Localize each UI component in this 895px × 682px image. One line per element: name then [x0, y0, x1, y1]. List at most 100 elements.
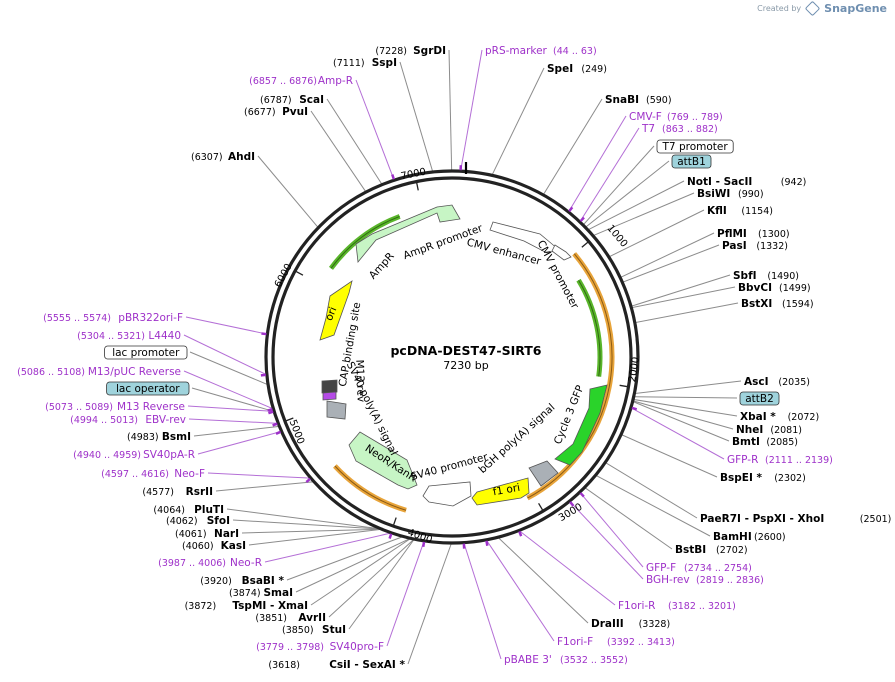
label-name: AscI: [744, 376, 769, 388]
label-asci[interactable]: AscI (2035): [744, 376, 810, 388]
label-ebv-rev[interactable]: EBV-rev(4994 .. 5013): [70, 414, 186, 426]
label-cmv-f[interactable]: CMV-F(769 .. 789): [629, 111, 723, 123]
label-amp-r[interactable]: Amp-R(6857 .. 6876): [249, 75, 353, 87]
feature-label-m13-rev: M13 rev: [353, 359, 366, 402]
label-name: SbfI: [733, 270, 757, 282]
label-m13-puc-reverse[interactable]: M13/pUC Reverse(5086 .. 5108): [17, 366, 181, 378]
label-sv40pro-f[interactable]: SV40pro-F(3779 .. 3798): [256, 641, 384, 653]
label-neo-r[interactable]: Neo-R(3987 .. 4006): [158, 557, 262, 569]
label-pluti[interactable]: PluTI(4064): [153, 504, 224, 516]
label-sv40pa-r[interactable]: SV40pA-R(4940 .. 4959): [73, 449, 195, 461]
label-bsmi[interactable]: BsmI(4983): [127, 431, 191, 443]
label-name: attB2: [745, 393, 774, 405]
label-csii-sexai[interactable]: CsiI - SexAI *(3618): [268, 659, 405, 671]
label-noti-sacii[interactable]: NotI - SacII(942): [687, 176, 806, 188]
label-lac-operator[interactable]: lac operator: [106, 381, 190, 396]
label-snabi[interactable]: SnaBI(590): [605, 94, 672, 106]
label-scai[interactable]: ScaI(6787): [260, 94, 324, 106]
label-position: (6307): [191, 152, 223, 163]
label-draiii[interactable]: DraIII(3328): [591, 618, 670, 630]
label-name: PvuI: [282, 106, 308, 118]
label-position: (4983): [127, 432, 159, 443]
label-f1ori-r[interactable]: F1ori-R(3182 .. 3201): [618, 600, 736, 612]
label-pbr322ori-f[interactable]: pBR322ori-F(5555 .. 5574): [43, 312, 183, 324]
label-bmti[interactable]: BmtI(2085): [732, 436, 798, 448]
label-position: (2819 .. 2836): [696, 575, 764, 586]
primer-site-mark: [579, 216, 585, 223]
label-paer7i-pspxi-xhoi[interactable]: PaeR7I - PspXI - XhoI (2501): [700, 513, 891, 525]
label-spei[interactable]: SpeI(249): [547, 63, 607, 75]
label-position: (4577): [142, 487, 174, 498]
label-f1ori-f[interactable]: F1ori-F(3392 .. 3413): [557, 636, 675, 648]
label-connector: [248, 528, 382, 546]
label-sfoi[interactable]: SfoI(4062): [166, 515, 230, 527]
label-attb1[interactable]: attB1: [671, 154, 712, 169]
label-position: (3850): [282, 625, 314, 636]
label-gfp-f[interactable]: GFP-F(2734 .. 2754): [646, 562, 752, 574]
label-name: BstXI: [741, 298, 772, 310]
label-bamhi[interactable]: BamHI(2600): [713, 531, 786, 543]
plasmid-length: 7230 bp: [443, 359, 488, 372]
label-t7-promoter[interactable]: T7 promoter: [656, 139, 734, 154]
label-sbfi[interactable]: SbfI (1490): [733, 270, 799, 282]
label-gfp-r[interactable]: GFP-R(2111 .. 2139): [727, 454, 833, 466]
label-name: PaeR7I - PspXI - XhoI: [700, 513, 824, 525]
label-connector: [355, 79, 395, 181]
label-avrii[interactable]: AvrII(3851): [255, 612, 326, 624]
label-position: (2734 .. 2754): [684, 563, 752, 574]
label-l4440[interactable]: L4440(5304 .. 5321): [77, 330, 181, 342]
label-pflmi[interactable]: PflMI(1300): [717, 228, 790, 240]
label-sgrdi[interactable]: SgrDI(7228): [375, 45, 446, 57]
label-bstxi[interactable]: BstXI(1594): [741, 298, 814, 310]
lac-operator-feature: [321, 379, 338, 394]
label-box: [656, 139, 734, 154]
label-connector: [568, 115, 627, 213]
label-lac-promoter[interactable]: lac promoter: [104, 345, 188, 360]
label-bspei[interactable]: BspEI *(2302): [720, 472, 806, 484]
label-kfli[interactable]: KflI(1154): [707, 205, 773, 217]
label-position: (2501): [860, 514, 892, 525]
label-attb2[interactable]: attB2: [739, 391, 780, 406]
label-position: (990): [738, 189, 764, 200]
label-connector: [620, 434, 718, 478]
label-ahdi[interactable]: AhdI(6307): [191, 151, 255, 163]
label-xbai[interactable]: XbaI *(2072): [740, 411, 819, 423]
label-connector: [310, 537, 412, 606]
label-name: lac operator: [116, 383, 180, 395]
label-smai[interactable]: SmaI(3874): [229, 587, 293, 599]
label-tspmi-xmai[interactable]: TspMI - XmaI(3872): [185, 600, 308, 612]
label-bsiwi[interactable]: BsiWI(990): [697, 188, 764, 200]
label-kasi[interactable]: KasI(4060): [182, 540, 246, 552]
label-connector: [633, 396, 738, 399]
label-prs-marker[interactable]: pRS-marker(44 .. 63): [485, 45, 597, 57]
label-pbabe-3[interactable]: pBABE 3'(3532 .. 3552): [504, 654, 628, 666]
label-rsrii[interactable]: RsrII(4577): [142, 486, 213, 498]
label-nhei[interactable]: NheI(2081): [736, 424, 802, 436]
label-nari[interactable]: NarI(4061): [175, 528, 239, 540]
label-pvui[interactable]: PvuI(6677): [244, 106, 308, 118]
label-connector: [188, 418, 279, 424]
primer-site-mark: [267, 407, 273, 412]
label-connector: [569, 500, 644, 580]
label-name: StuI: [322, 624, 346, 636]
label-name: lac promoter: [112, 347, 180, 359]
label-position: (2035): [778, 377, 810, 388]
label-connector: [622, 244, 720, 283]
label-sspi[interactable]: SspI(7111): [333, 57, 397, 69]
label-bstbi[interactable]: BstBI(2702): [675, 544, 748, 556]
label-t7[interactable]: T7(863 .. 882): [641, 123, 718, 135]
label-neo-f[interactable]: Neo-F(4597 .. 4616): [101, 468, 205, 480]
label-bbvci[interactable]: BbvCI(1499): [738, 282, 811, 294]
label-m13-reverse[interactable]: M13 Reverse(5073 .. 5089): [45, 401, 185, 413]
label-connector: [585, 160, 670, 228]
label-position: (5086 .. 5108): [17, 367, 85, 378]
label-position: (1490): [767, 271, 799, 282]
label-stui[interactable]: StuI (3850): [282, 624, 346, 636]
label-connector: [579, 127, 640, 223]
label-pasi[interactable]: PasI(1332): [722, 240, 788, 252]
label-name: BspEI *: [720, 472, 763, 484]
label-bsabi[interactable]: BsaBI *(3920): [200, 575, 284, 587]
label-bgh-rev[interactable]: BGH-rev(2819 .. 2836): [646, 574, 764, 586]
label-connector: [328, 538, 415, 618]
